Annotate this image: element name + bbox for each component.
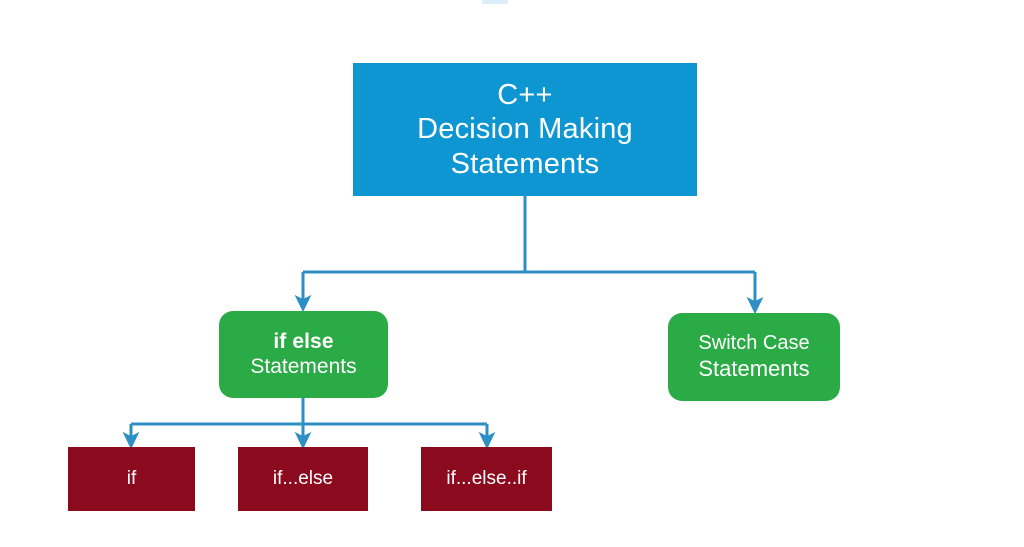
connector-root-to-branches <box>294 196 764 315</box>
node-switch-case-line-1: Switch Case <box>698 332 810 355</box>
node-root-line-3: Statements <box>450 147 600 180</box>
node-root-decision-making[interactable]: C++ Decision Making Statements <box>353 63 697 196</box>
node-leaf-if-label: if <box>126 467 137 489</box>
node-if-else-line-1: if else <box>273 329 334 353</box>
node-root-line-1: C++ <box>497 79 553 112</box>
node-leaf-if-else-if-label: if...else..if <box>446 467 527 489</box>
node-leaf-if-else-label: if...else <box>272 467 334 489</box>
node-switch-case-statements[interactable]: Switch Case Statements <box>668 313 840 401</box>
node-switch-case-line-2: Statements <box>698 355 810 381</box>
node-leaf-if[interactable]: if <box>68 447 195 511</box>
connector-ifelse-to-leaves <box>122 398 496 450</box>
top-edge-artifact <box>482 0 508 4</box>
node-if-else-line-2: Statements <box>250 354 357 378</box>
node-root-line-2: Decision Making <box>417 113 633 146</box>
node-leaf-if-else[interactable]: if...else <box>238 447 368 511</box>
node-if-else-statements[interactable]: if else Statements <box>219 311 388 398</box>
node-leaf-if-else-if[interactable]: if...else..if <box>421 447 552 511</box>
